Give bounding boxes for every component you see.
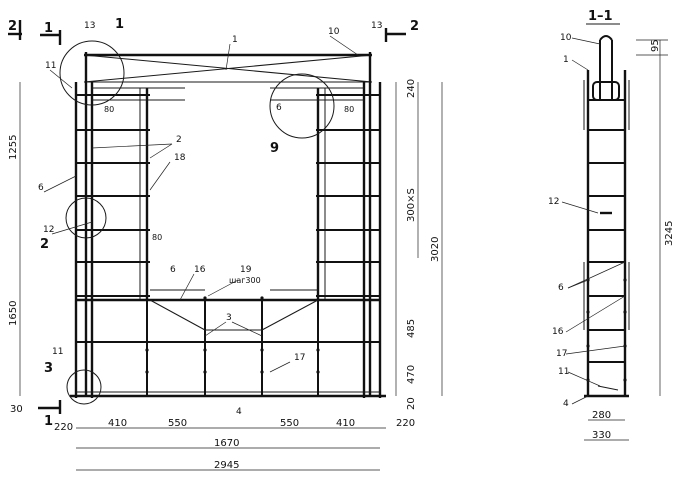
sec-dim-330: 330	[592, 430, 611, 441]
sec-pos-10: 10	[560, 33, 572, 43]
pos-19: 19	[240, 265, 252, 275]
dimension-lines	[19, 82, 443, 471]
pos-6a: 6	[38, 183, 44, 193]
sec-dim-95: 95	[650, 39, 661, 52]
dim-20: 20	[406, 397, 417, 410]
callout-1: 1	[115, 17, 124, 32]
dim-485: 485	[406, 319, 417, 338]
main-elevation	[59, 40, 386, 405]
section-markers: 1 2 2 1	[8, 19, 419, 429]
pos-10: 10	[328, 27, 340, 37]
dim-550-right: 550	[280, 418, 299, 429]
dimension-texts: 220 410 550 550 410 220 1670 2945 1255 1…	[8, 79, 441, 471]
dim-240: 240	[406, 79, 417, 98]
pos-17: 17	[294, 353, 305, 363]
section-title: 1–1	[588, 9, 613, 24]
section-mark-1-top: 1	[44, 21, 53, 36]
callout-labels: 1 2 3 9 1 2 3 4 6 6 6 10 11 11 12 13 13 …	[38, 17, 382, 417]
pos-11a: 11	[45, 61, 56, 71]
dim-410-left: 410	[108, 418, 127, 429]
pos-2: 2	[176, 135, 182, 145]
dim-550-left: 550	[168, 418, 187, 429]
dim-300xS: 300×S	[406, 188, 417, 222]
pos-16: 16	[194, 265, 206, 275]
dim-1650: 1650	[8, 301, 19, 326]
sec-dim-280: 280	[592, 410, 611, 421]
dim-1255: 1255	[8, 135, 19, 160]
dim-80-a: 80	[104, 105, 114, 114]
sec-pos-6: 6	[558, 283, 564, 293]
pos-6c: 6	[276, 103, 282, 113]
dim-410-right: 410	[336, 418, 355, 429]
dim-220-right: 220	[396, 418, 415, 429]
callout-9: 9	[270, 141, 279, 156]
pos-18: 18	[174, 153, 186, 163]
section-1-1: 1–1 10 1 12 6 16 17 11 4	[548, 9, 675, 441]
note-step: шаг300	[229, 276, 261, 285]
sec-pos-16: 16	[552, 327, 564, 337]
sec-pos-11: 11	[558, 367, 569, 377]
sec-pos-12: 12	[548, 197, 559, 207]
dim-470: 470	[406, 365, 417, 384]
section-mark-2-left: 2	[8, 19, 17, 34]
section-mark-1-bottom: 1	[44, 414, 53, 429]
dim-80-c: 80	[152, 233, 162, 242]
pos-11b: 11	[52, 347, 63, 357]
sec-pos-1: 1	[563, 55, 569, 65]
pos-4: 4	[236, 407, 242, 417]
pos-1: 1	[232, 35, 238, 45]
section-mark-2-right: 2	[410, 19, 419, 34]
pos-12: 12	[43, 225, 54, 235]
pos-3: 3	[226, 313, 232, 323]
pos-6b: 6	[170, 265, 176, 275]
dim-1670: 1670	[214, 438, 239, 449]
dim-220-left: 220	[54, 422, 73, 433]
dim-80-b: 80	[344, 105, 354, 114]
sec-pos-17: 17	[556, 349, 567, 359]
dim-2945: 2945	[214, 460, 239, 471]
dim-30: 30	[10, 404, 23, 415]
pos-13a: 13	[84, 21, 95, 31]
sec-pos-4: 4	[563, 399, 569, 409]
dim-3020: 3020	[430, 237, 441, 262]
callout-3: 3	[44, 361, 53, 376]
sec-dim-3245: 3245	[664, 221, 675, 246]
pos-13b: 13	[371, 21, 382, 31]
callout-2: 2	[40, 237, 49, 252]
